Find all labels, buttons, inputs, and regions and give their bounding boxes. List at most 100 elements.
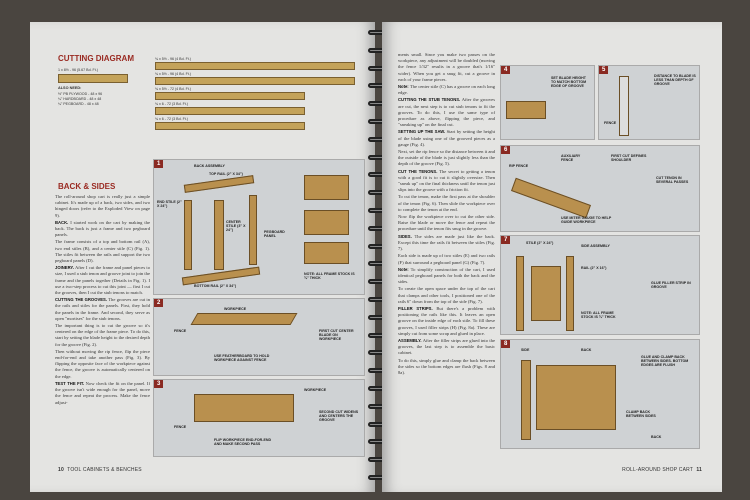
paragraph-lead: ASSEMBLY. (398, 337, 422, 343)
paragraph-text: ments small. Since you make two passes o… (398, 52, 495, 82)
paragraph: To do this, simply glue and clamp the ba… (398, 358, 495, 377)
figure-label: CUT TENON IN SEVERAL PASSES (656, 176, 689, 184)
paragraph-lead: CUTTING THE GROOVES. (55, 297, 107, 303)
figure-2: 2 WORKPIECE FENCE USE FEATHERBOARD TO HO… (153, 298, 365, 376)
figure-label: BACK (651, 435, 662, 439)
figure-number: 3 (154, 380, 164, 388)
paragraph-text: I started work on the cart by making the… (55, 219, 150, 238)
cutting-diagram-title: CUTTING DIAGRAM (58, 54, 134, 63)
also-need-title: ALSO NEED: (58, 86, 82, 90)
also-need-item: ¼" PEGBOARD - 48 x 48 (58, 102, 99, 106)
paragraph-text: Then without moving the rip fence, flip … (55, 348, 150, 379)
paragraph-text: After the filler strips are glued into t… (398, 337, 495, 356)
figure-3: 3 WORKPIECE FENCE FLIP WORKPIECE END-FOR… (153, 379, 365, 457)
paragraph-text: But there's a problem with positioning t… (398, 305, 495, 336)
spiral-binding (368, 30, 390, 480)
figure-number: 8 (501, 340, 511, 348)
paragraph-text: The roll-around shop cart is really just… (55, 194, 150, 218)
paragraph-lead: FILLER STRIPS. (398, 305, 433, 311)
paragraph: SIDES. The sides are made just like the … (398, 234, 495, 253)
paragraph: Then without moving the rip fence, flip … (55, 349, 150, 380)
figure-label: USE FEATHERBOARD TO HOLD WORKPIECE AGAIN… (214, 354, 270, 362)
figure-4: 4 SET BLADE HEIGHT TO MATCH BOTTOM EDGE … (500, 65, 595, 140)
paragraph-lead: SIDES. (398, 233, 412, 239)
figure-5: 5 FENCE DISTANCE TO BLADE IS LESS THAN D… (598, 65, 700, 140)
paragraph: To cut the tenon, make the first pass at… (398, 194, 495, 213)
figure-label: FLIP WORKPIECE END-FOR-END AND MAKE SECO… (214, 438, 272, 446)
paragraph: CUT THE TENONS. The secret to getting a … (398, 169, 495, 194)
figure-label: WORKPIECE (304, 388, 327, 392)
figure-label: RAIL (2" x 16") (581, 266, 607, 270)
paragraph-text: Now check the fit on the panel. If the g… (55, 380, 150, 405)
figure-label: STILE (2" x 24") (526, 241, 554, 245)
paragraph: BACK. I started work on the cart by maki… (55, 220, 150, 239)
paragraph: ments small. Since you make two passes o… (398, 52, 495, 83)
figure-number: 6 (501, 146, 511, 154)
right-text-column: ments small. Since you make two passes o… (398, 52, 495, 377)
footer-left: 10 TOOL CABINETS & BENCHES (58, 467, 142, 473)
paragraph: The frame consists of a top and bottom r… (55, 239, 150, 264)
paragraph: Each side is made up of two stiles (E) a… (398, 253, 495, 265)
paragraph-lead: JOINERY. (55, 265, 74, 271)
figure-label: SIDE ASSEMBLY (581, 244, 610, 248)
page-number: 10 (58, 467, 64, 473)
section-title: BACK & SIDES (58, 182, 116, 191)
paragraph-text: The center stile (C) has a groove on eac… (398, 84, 495, 96)
figure-label: CENTER STILE (3" x 24") (226, 220, 246, 232)
paragraph: ASSEMBLY. After the filler strips are gl… (398, 338, 495, 357)
paragraph-text: The secret to getting a tenon with a goo… (398, 168, 496, 193)
also-need-item: ¼" HARDBOARD - 48 x 48 (58, 97, 102, 101)
figure-label: TOP RAIL (2" x 34") (209, 172, 243, 176)
figure-label: GLUE AND CLAMP BACK BETWEEN SIDES. BOTTO… (641, 355, 689, 367)
board-2 (155, 62, 355, 70)
paragraph-text: Start by setting the height of the blade… (398, 129, 495, 147)
figure-label: SIDE (521, 348, 530, 352)
figure-title: BACK ASSEMBLY (194, 164, 225, 168)
left-text-column: The roll-around shop cart is really just… (55, 194, 150, 407)
figure-label: GLUE FILLER STRIP IN GROOVE (651, 281, 691, 289)
paragraph: SETTING UP THE SAW. Start by setting the… (398, 129, 495, 148)
page-number: 11 (696, 467, 702, 473)
paragraph: Next, set the rip fence so the distance … (398, 149, 495, 168)
figure-label: AUXILIARY FENCE (561, 154, 581, 162)
board-label: ¾ x 5½ - 96 (4 Bd. Ft.) (155, 57, 191, 61)
board-label: ¾ x 5½ - 72 (4 Bd. Ft.) (155, 87, 191, 91)
paragraph: To create the open space under the top o… (398, 286, 495, 305)
figure-7: 7 STILE (2" x 24") SIDE ASSEMBLY RAIL (2… (500, 235, 700, 335)
paragraph-lead: BACK. (55, 219, 69, 225)
figure-label: FIRST CUT CENTER BLADE ON WORKPIECE (319, 329, 354, 341)
paragraph-text: To simplify construction of the cart, I … (398, 266, 495, 285)
paragraph: Now flip the workpiece over to cut the o… (398, 214, 495, 233)
paragraph: The roll-around shop cart is really just… (55, 194, 150, 219)
paragraph-text: The sides are made just like the back. E… (398, 233, 495, 252)
paragraph: CUTTING THE STUB TENONS. After the groov… (398, 97, 495, 128)
figure-number: 4 (501, 66, 511, 74)
figure-1: 1 BACK ASSEMBLY TOP RAIL (2" x 34") END … (153, 159, 365, 295)
figure-number: 1 (154, 160, 164, 168)
footer-right: ROLL-AROUND SHOP CART 11 (622, 467, 702, 473)
figure-number: 5 (599, 66, 609, 74)
left-page: CUTTING DIAGRAM 1 x 8½ - 96 (5.67 Bd. Ft… (30, 22, 375, 492)
paragraph: The important thing is to cut the groove… (55, 323, 150, 348)
figure-label: SECOND CUT WIDENS AND CENTERS THE GROOVE (319, 410, 359, 422)
paragraph-text: The grooves are cut in the rails and sti… (55, 297, 151, 321)
paragraph-text: After I cut the frame and panel pieces t… (55, 265, 150, 296)
figure-label: FENCE (604, 121, 617, 125)
board-5 (155, 107, 305, 115)
board-label: ¾ x 6 - 72 (3 Bd. Ft.) (155, 117, 188, 121)
figure-6: 6 AUXILIARY FENCE RIP FENCE USE MITER GA… (500, 145, 700, 232)
paragraph-lead: Note: (398, 266, 409, 272)
figure-label: FENCE (174, 329, 187, 333)
figure-number: 2 (154, 299, 164, 307)
figure-label: END STILE (2" x 24") (157, 200, 182, 208)
figure-label: PEGBOARD PANEL (264, 230, 285, 238)
figure-8: 8 SIDE BACK GLUE AND CLAMP BACK BETWEEN … (500, 339, 700, 449)
paragraph-lead: Note: (398, 84, 409, 90)
paragraph-text: To create the open space under the top o… (398, 286, 495, 304)
paragraph-lead: TEST THE FIT. (55, 380, 85, 386)
footer-section: ROLL-AROUND SHOP CART (622, 467, 694, 473)
figure-label: FIRST CUT DEFINES SHOULDER (611, 154, 647, 162)
figure-label: RIP FENCE (509, 164, 529, 168)
paragraph: Note: The center stile (C) has a groove … (398, 84, 495, 96)
board-6 (155, 122, 305, 130)
